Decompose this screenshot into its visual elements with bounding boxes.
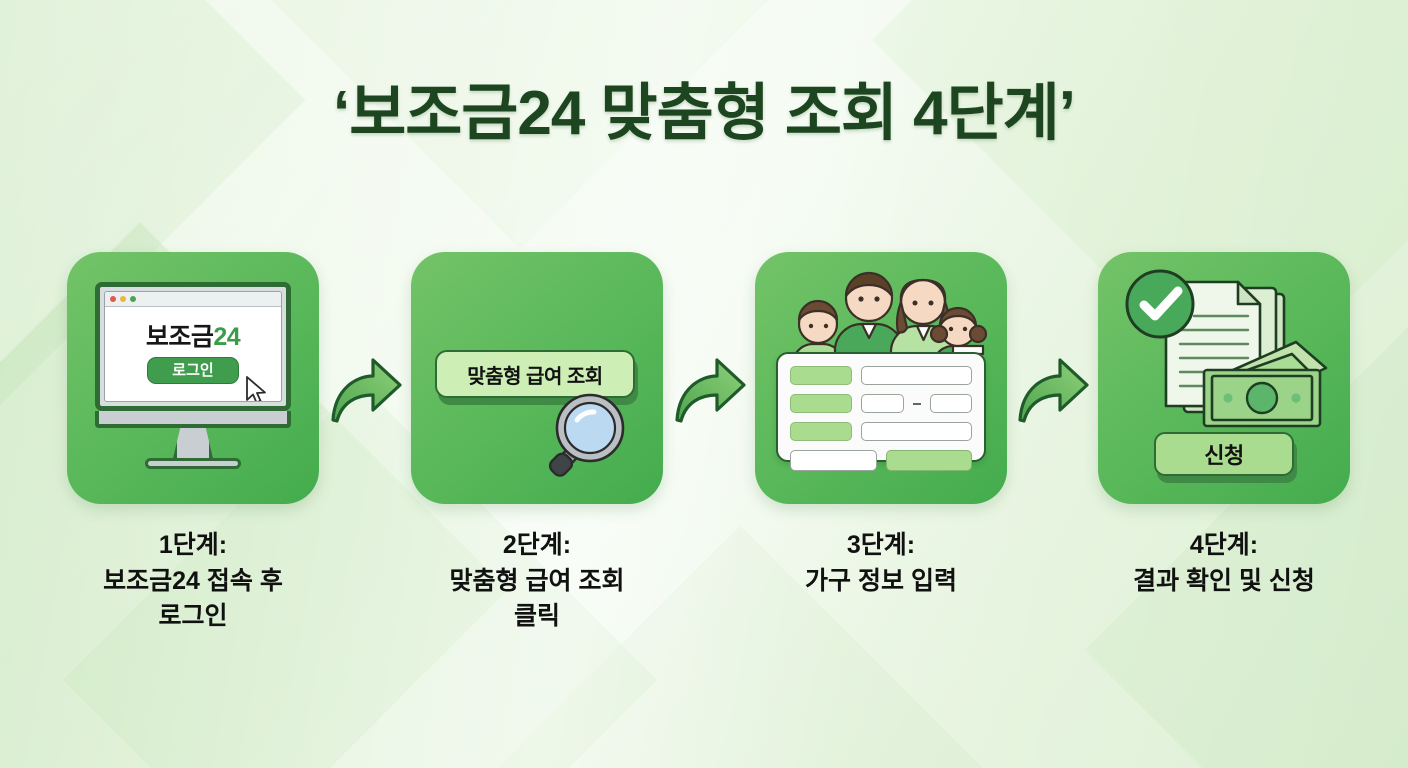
green-dot-icon (130, 296, 136, 302)
caption-line: 3단계: (846, 531, 916, 559)
browser-window: 보조금24 로그인 (104, 291, 282, 402)
form-input-field[interactable] (861, 394, 904, 413)
arrow-step2-to-step3 (675, 358, 746, 423)
step-2-card[interactable]: 맞춤형 급여 조회 (411, 252, 663, 504)
form-row (790, 422, 972, 441)
form-input-field[interactable] (861, 366, 972, 385)
page-title: ‘보조금24 맞춤형 조회 4단계’ (333, 79, 1076, 148)
form-label-block (790, 422, 852, 441)
dash-separator-icon (912, 402, 921, 405)
form-label-block (790, 366, 852, 385)
result-illustration (1125, 269, 1328, 428)
search-pill-wrapper: 맞춤형 급여 조회 (435, 350, 638, 405)
household-form (776, 352, 986, 471)
monitor-screen: 보조금24 로그인 (95, 282, 291, 411)
caption-line: 1단계: (158, 531, 228, 559)
browser-titlebar (105, 292, 281, 307)
arrow-step1-to-step2 (331, 358, 402, 423)
caption-line: 4단계: (1189, 531, 1259, 559)
red-dot-icon (110, 296, 116, 302)
caption-line: 로그인 (158, 602, 228, 630)
form-label-block (790, 394, 852, 413)
step-2-caption: 2단계: 맞춤형 급여 조회 클릭 (411, 528, 663, 635)
monitor-bezel-bottom (95, 411, 291, 428)
step-3-card[interactable] (755, 252, 1007, 504)
monitor-base (145, 458, 241, 469)
step-4: 신청 4단계: 결과 확인 및 신청 (1098, 252, 1350, 599)
step-1: 보조금24 로그인 1 (67, 252, 319, 635)
caption-line: 클릭 (513, 602, 560, 630)
caption-line: 보조금24 접속 후 (103, 566, 283, 595)
form-secondary-field[interactable] (790, 450, 877, 471)
step-2: 맞춤형 급여 조회 2단계: 맞춤형 급여 조회 클릭 (411, 252, 663, 635)
form-row (790, 366, 972, 385)
form-input-field[interactable] (929, 394, 972, 413)
caption-line: 2단계: (502, 531, 572, 559)
step-1-card[interactable]: 보조금24 로그인 (67, 252, 319, 504)
brand-text-green: 24 (213, 323, 241, 351)
login-button[interactable]: 로그인 (147, 357, 239, 384)
apply-button-wrapper: 신청 (1154, 432, 1297, 483)
apply-button[interactable]: 신청 (1154, 432, 1294, 476)
mouse-pointer-icon (246, 376, 266, 401)
step-1-caption: 1단계: 보조금24 접속 후 로그인 (67, 528, 319, 635)
step-3-caption: 3단계: 가구 정보 입력 (755, 528, 1007, 599)
caption-line: 맞춤형 급여 조회 (449, 566, 625, 595)
site-brand: 보조금24 (145, 323, 241, 351)
yellow-dot-icon (120, 296, 126, 302)
browser-content: 보조금24 로그인 (105, 307, 281, 401)
monitor-stand (173, 428, 213, 458)
steps-row: 보조금24 로그인 1 (0, 252, 1408, 672)
caption-line: 가구 정보 입력 (805, 566, 957, 595)
step-3: 3단계: 가구 정보 입력 (755, 252, 1007, 599)
form-submit-button[interactable] (885, 450, 972, 471)
magnifying-glass-icon (548, 393, 625, 477)
form-row (790, 394, 972, 413)
step-4-card[interactable]: 신청 (1098, 252, 1350, 504)
brand-text-dark: 보조금 (145, 323, 214, 351)
caption-line: 결과 확인 및 신청 (1133, 566, 1315, 595)
form-input-field[interactable] (861, 422, 972, 441)
monitor-illustration: 보조금24 로그인 (95, 282, 291, 469)
form-footer-row (790, 450, 972, 471)
step-4-caption: 4단계: 결과 확인 및 신청 (1098, 528, 1350, 599)
search-pill-button[interactable]: 맞춤형 급여 조회 (435, 350, 635, 398)
arrow-step3-to-step4 (1018, 358, 1089, 423)
